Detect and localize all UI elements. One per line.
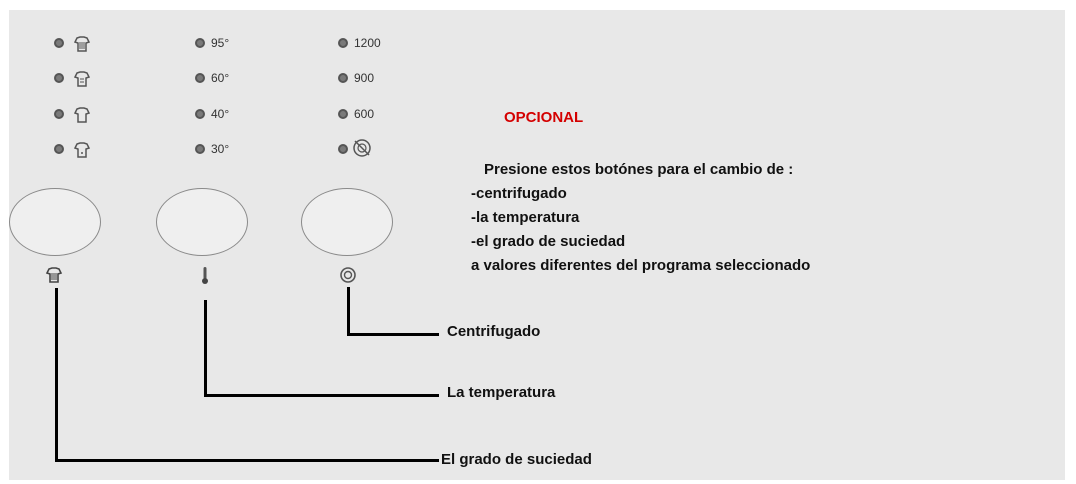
shirt-very-dirty-icon bbox=[73, 36, 91, 52]
temp-60-label: 60° bbox=[211, 71, 230, 85]
temp-callout-horizontal bbox=[204, 394, 439, 397]
spin-off-led bbox=[338, 144, 348, 154]
soil-level-3-led bbox=[54, 109, 64, 119]
soil-level-2-led bbox=[54, 73, 64, 83]
soil-level-1-led bbox=[54, 38, 64, 48]
spin-1200-led bbox=[338, 38, 348, 48]
temp-95-label: 95° bbox=[211, 36, 230, 50]
shirt-normal-icon bbox=[73, 107, 91, 123]
soil-callout-vertical bbox=[55, 288, 58, 461]
spin-off-icon bbox=[353, 139, 371, 157]
shirt-light-icon bbox=[73, 142, 91, 158]
spin-callout-vertical bbox=[347, 287, 350, 335]
spin-600-led bbox=[338, 109, 348, 119]
temp-30-led bbox=[195, 144, 205, 154]
shirt-dirty-icon bbox=[73, 71, 91, 87]
soil-callout-horizontal bbox=[55, 459, 439, 462]
thermometer-icon bbox=[202, 267, 208, 284]
temp-95-led bbox=[195, 38, 205, 48]
temp-40-led bbox=[195, 109, 205, 119]
soil-level-4-led bbox=[54, 144, 64, 154]
temp-40-label: 40° bbox=[211, 107, 230, 121]
temperature-knob[interactable] bbox=[156, 188, 248, 256]
temp-callout-vertical bbox=[204, 300, 207, 396]
shirt-icon bbox=[45, 267, 63, 283]
note-line-5: a valores diferentes del programa selecc… bbox=[471, 257, 811, 274]
washer-control-panel: 95° 60° 40° 30° 1200 900 600 OPCIONAL Pr… bbox=[9, 10, 1065, 480]
temp-60-led bbox=[195, 73, 205, 83]
optional-label: OPCIONAL bbox=[504, 109, 584, 126]
note-line-2: -centrifugado bbox=[471, 185, 567, 202]
spin-900-led bbox=[338, 73, 348, 83]
note-line-3: -la temperatura bbox=[471, 209, 580, 226]
temperature-callout-label: La temperatura bbox=[447, 384, 556, 401]
spin-900-label: 900 bbox=[354, 71, 375, 85]
spin-callout-horizontal bbox=[347, 333, 439, 336]
spin-knob[interactable] bbox=[301, 188, 393, 256]
note-line-4: -el grado de suciedad bbox=[471, 233, 626, 250]
spin-icon bbox=[340, 267, 356, 283]
soil-callout-label: El grado de suciedad bbox=[441, 451, 592, 468]
spin-1200-label: 1200 bbox=[354, 36, 381, 50]
temp-30-label: 30° bbox=[211, 142, 230, 156]
spin-callout-label: Centrifugado bbox=[447, 323, 541, 340]
spin-600-label: 600 bbox=[354, 107, 375, 121]
soil-level-knob[interactable] bbox=[9, 188, 101, 256]
note-line-1: Presione estos botónes para el cambio de… bbox=[484, 161, 794, 178]
